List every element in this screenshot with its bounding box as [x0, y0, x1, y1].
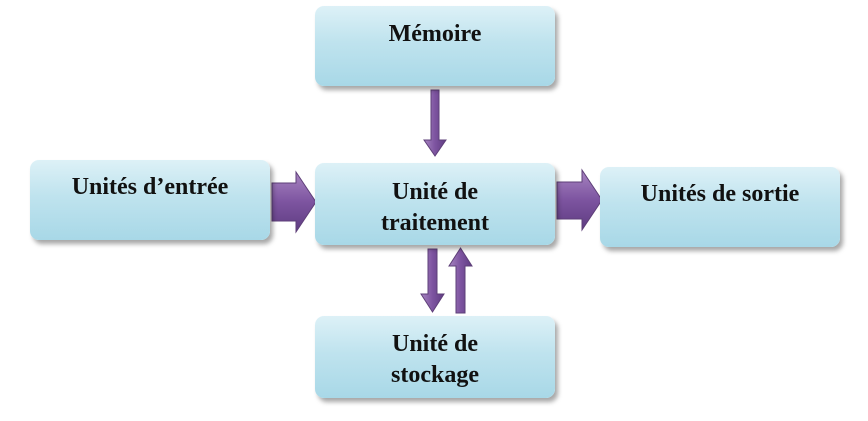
node-unites-sortie-label: Unités de sortie	[640, 181, 800, 207]
node-unite-traitement-label: Unité de traitement	[381, 179, 489, 236]
node-memoire-label: Mémoire	[388, 21, 482, 47]
arrow-memoire-to-traitement	[423, 89, 447, 157]
arrow-stockage-to-traitement	[448, 247, 473, 314]
arrow-traitement-to-sortie	[556, 168, 603, 232]
node-unite-traitement: Unité de traitement	[315, 163, 555, 245]
node-memoire: Mémoire	[315, 6, 555, 86]
node-unites-entree-label: Unités d’entrée	[71, 174, 229, 200]
node-unites-sortie: Unités de sortie	[600, 167, 840, 247]
node-unite-stockage-label: Unité de stockage	[391, 331, 479, 388]
node-unite-stockage: Unité de stockage	[315, 316, 555, 398]
arrow-entree-to-traitement	[271, 170, 317, 234]
arrow-traitement-to-stockage	[420, 248, 445, 313]
node-unites-entree: Unités d’entrée	[30, 160, 270, 240]
